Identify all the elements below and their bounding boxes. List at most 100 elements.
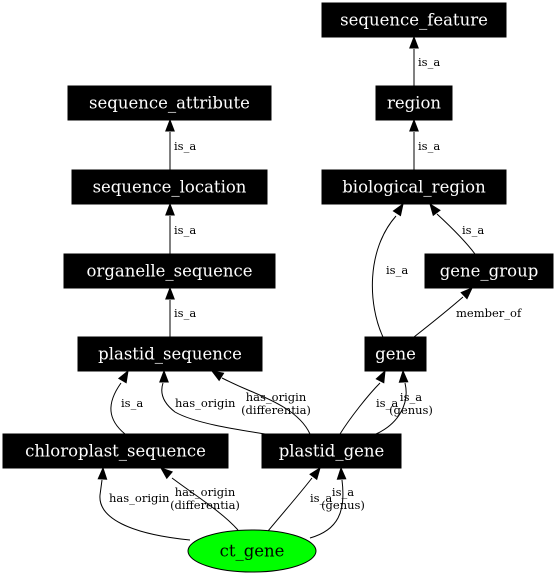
edge-label: is_a (332, 485, 354, 499)
edge-label: is_a (121, 396, 143, 410)
edge-arrowhead (165, 118, 175, 132)
edge-arrowhead (210, 370, 225, 382)
node-sequence-attribute[interactable]: sequence_attribute (67, 85, 272, 121)
edge-gene_group-to-biological_region: is_a (429, 202, 484, 255)
edge-line (436, 213, 476, 255)
edge-arrowhead (159, 369, 169, 383)
node-box (63, 253, 276, 289)
edge-label: has_origin (175, 396, 236, 410)
edge-arrowhead (409, 35, 419, 49)
edge-label: (genus) (389, 403, 433, 417)
edge-plastid_gene-to-plastid_sequence: has_origin(differentia) (210, 370, 311, 435)
node-organelle-sequence[interactable]: organelle_sequence (63, 253, 276, 289)
node-gene-group[interactable]: gene_group (424, 253, 554, 289)
node-label: sequence_location (93, 178, 247, 197)
edge-line (413, 296, 464, 338)
edge-label: is_a (400, 390, 422, 404)
edge-label: is_a (462, 223, 484, 237)
node-label: organelle_sequence (87, 262, 253, 281)
edge-line (171, 477, 239, 531)
node-box (321, 169, 507, 205)
edge-line (221, 377, 311, 435)
edge-label: member_of (456, 306, 522, 320)
edge-label: is_a (376, 396, 398, 410)
node-label: biological_region (342, 178, 486, 197)
edge-plastid_gene-to-gene: is_a(genus) (375, 369, 433, 435)
node-biological-region[interactable]: biological_region (321, 169, 507, 205)
edge-label: is_a (174, 139, 196, 153)
node-box (261, 433, 402, 469)
edge-gene-to-gene_group: member_of (413, 287, 522, 338)
node-box (2, 433, 229, 469)
node-ellipse (187, 529, 317, 573)
edge-label: has_origin (109, 491, 170, 505)
node-box (67, 85, 272, 121)
edge-line (99, 479, 191, 541)
edge-line (339, 382, 381, 435)
node-label: plastid_gene (279, 442, 385, 461)
edge-arrowhead (398, 369, 409, 383)
edge-arrowhead (309, 466, 321, 481)
node-sequence-feature[interactable]: sequence_feature (321, 2, 507, 38)
edge-arrowhead (392, 202, 404, 217)
node-region[interactable]: region (375, 85, 453, 121)
edge-plastid_sequence-to-organelle_sequence: is_a (165, 286, 196, 337)
edge-arrowhead (336, 466, 347, 480)
edge-chloroplast_sequence-to-plastid_sequence: is_a (110, 369, 143, 435)
edge-line (110, 382, 126, 435)
edge-plastid_gene-to-gene: is_a (339, 369, 398, 435)
edge-ct_gene-to-chloroplast_sequence: has_origin(differentia) (159, 467, 240, 531)
edge-arrowhead (165, 202, 175, 216)
edge-label: is_a (386, 263, 408, 277)
node-label: sequence_attribute (89, 94, 250, 113)
node-label: sequence_feature (340, 11, 488, 30)
edge-ct_gene-to-plastid_gene: is_a (267, 466, 332, 532)
node-label: gene_group (440, 262, 539, 281)
node-box (424, 253, 554, 289)
edge-arrowhead (429, 202, 441, 217)
node-plastid-sequence[interactable]: plastid_sequence (77, 336, 263, 372)
node-box (321, 2, 507, 38)
edge-label: is_a (174, 223, 196, 237)
edge-arrowhead (460, 287, 474, 300)
edge-line (371, 215, 397, 338)
edge-label: is_a (310, 491, 332, 505)
node-label: gene (375, 345, 416, 364)
edge-label: (differentia) (170, 498, 240, 512)
node-sequence-location[interactable]: sequence_location (71, 169, 268, 205)
edge-line (267, 477, 313, 532)
edge-arrowhead (117, 369, 129, 384)
edge-organelle_sequence-to-sequence_location: is_a (165, 202, 196, 254)
edge-sequence_location-to-sequence_attribute: is_a (165, 118, 196, 170)
node-box (77, 336, 263, 372)
node-gene[interactable]: gene (364, 336, 427, 372)
node-box (375, 85, 453, 121)
node-label: chloroplast_sequence (25, 442, 206, 461)
edge-label: has_origin (175, 485, 236, 499)
node-box (71, 169, 268, 205)
edge-label: is_a (174, 306, 196, 320)
edge-line (161, 382, 279, 437)
node-ct-gene[interactable]: ct_gene (187, 529, 317, 573)
node-plastid-gene[interactable]: plastid_gene (261, 433, 402, 469)
edge-arrowhead (97, 466, 108, 480)
edge-label: has_origin (246, 390, 307, 404)
edge-plastid_gene-to-plastid_sequence: has_origin (159, 369, 279, 437)
edges-layer: is_ais_ais_ais_ais_ais_ais_amember_ofis_… (97, 35, 522, 541)
node-label: plastid_sequence (98, 345, 242, 364)
edge-line (375, 382, 407, 435)
edge-gene-to-biological_region: is_a (371, 202, 408, 338)
edge-label: (genus) (321, 498, 365, 512)
edge-label: is_a (418, 55, 440, 69)
node-chloroplast-sequence[interactable]: chloroplast_sequence (2, 433, 229, 469)
edge-arrowhead (375, 369, 386, 384)
edge-arrowhead (165, 286, 175, 300)
edge-label: (differentia) (241, 403, 311, 417)
node-label: region (387, 94, 441, 113)
edge-biological_region-to-region: is_a (409, 118, 440, 170)
edge-line (309, 479, 344, 539)
edge-region-to-sequence_feature: is_a (409, 35, 440, 86)
edge-arrowhead (159, 467, 174, 480)
